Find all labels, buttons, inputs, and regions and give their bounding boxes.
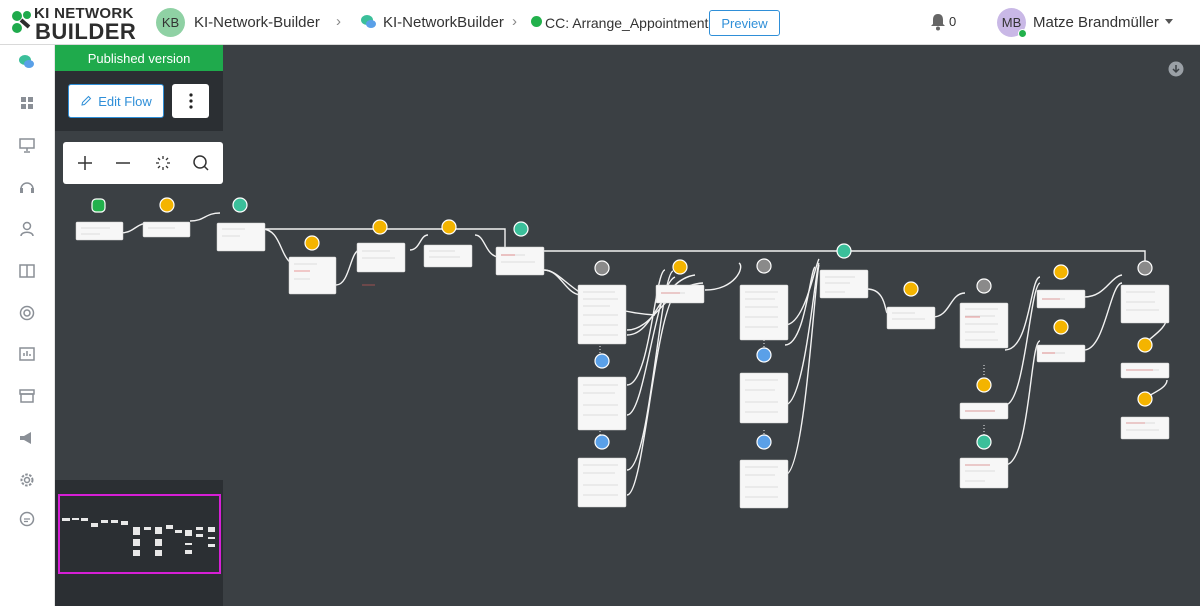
download-icon[interactable] [1168, 61, 1184, 77]
top-bar: KI NETWORK BUILDER KB KI-Network-Builder… [0, 0, 1200, 45]
chat-bubbles-icon[interactable] [18, 53, 36, 71]
logo-text-top: KI NETWORK [34, 5, 134, 22]
search-icon[interactable] [190, 152, 212, 174]
flow-graph[interactable] [55, 45, 1200, 606]
workspace-avatar[interactable]: KB [156, 8, 185, 37]
auto-layout-icon[interactable] [152, 152, 174, 174]
breadcrumb-project[interactable]: KI-NetworkBuilder [383, 14, 504, 31]
user-name[interactable]: Matze Brandmüller [1033, 14, 1159, 31]
pencil-icon [81, 95, 92, 106]
megaphone-icon[interactable] [18, 429, 36, 447]
minimap-preview [62, 518, 215, 556]
ki-network-builder-logo[interactable]: KI NETWORK BUILDER [8, 4, 143, 44]
gear-icon[interactable] [18, 471, 36, 489]
flow-version-panel: Published version Edit Flow [55, 45, 223, 131]
breadcrumb-workspace[interactable]: KI-Network-Builder [194, 14, 320, 31]
zoom-in-icon[interactable] [74, 152, 96, 174]
analytics-icon[interactable] [18, 345, 36, 363]
vertical-dots-icon [188, 93, 193, 109]
breadcrumb-chevron-icon: › [512, 13, 517, 30]
breadcrumb-chevron-icon: › [336, 13, 341, 30]
minimap[interactable] [55, 480, 223, 606]
online-status-icon [1018, 29, 1027, 38]
preview-button[interactable]: Preview [709, 10, 780, 36]
book-icon[interactable] [18, 262, 36, 280]
minimap-viewport-frame[interactable] [58, 494, 221, 574]
user-menu-caret-icon[interactable] [1165, 19, 1173, 24]
user-icon[interactable] [18, 220, 36, 238]
flow-status-dot-icon [531, 16, 542, 27]
published-version-banner: Published version [55, 45, 223, 71]
left-sidebar [0, 45, 55, 606]
presentation-icon[interactable] [18, 136, 36, 154]
zoom-out-icon[interactable] [112, 152, 134, 174]
logo-mark-icon [12, 11, 31, 33]
lifebuoy-icon[interactable] [18, 304, 36, 322]
breadcrumb-flow[interactable]: CC: Arrange_Appointment [545, 14, 709, 31]
headset-icon[interactable] [18, 178, 36, 196]
dashboard-grid-icon[interactable] [18, 94, 36, 112]
archive-icon[interactable] [18, 387, 36, 405]
edit-flow-button[interactable]: Edit Flow [68, 84, 164, 118]
help-chat-icon[interactable] [18, 510, 36, 528]
more-options-button[interactable] [172, 84, 209, 118]
notification-count: 0 [949, 14, 957, 29]
edit-flow-label: Edit Flow [98, 93, 152, 109]
project-chat-icon [361, 15, 376, 28]
bell-icon[interactable] [930, 13, 946, 31]
logo-text-bottom: BUILDER [35, 19, 137, 44]
zoom-controls [63, 142, 223, 184]
flow-canvas[interactable]: Published version Edit Flow [55, 45, 1200, 606]
